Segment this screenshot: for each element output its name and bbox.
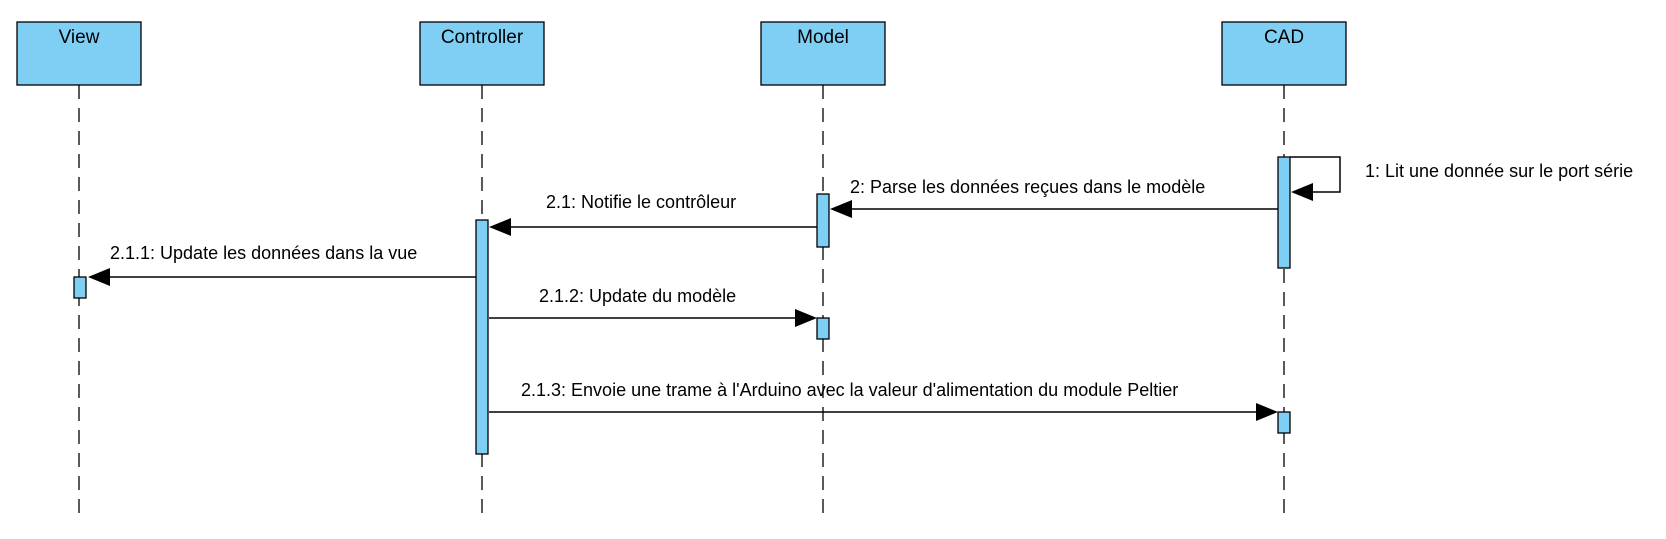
message-2-1-3-arrowhead	[1256, 403, 1278, 421]
activation-cad-main	[1277, 156, 1291, 269]
message-2-1-label: 2.1: Notifie le contrôleur	[546, 192, 736, 212]
activation-controller	[475, 219, 489, 455]
message-2-arrowhead	[830, 200, 852, 218]
message-2-1-1-arrowhead	[88, 268, 110, 286]
lifeline-view-box	[16, 21, 142, 86]
lifeline-model-box	[760, 21, 886, 86]
lifeline-cad: CAD	[1221, 21, 1347, 513]
message-2-1-2-arrowhead	[795, 309, 817, 327]
lifeline-cad-label: CAD	[1264, 27, 1304, 48]
lifeline-view-label: View	[59, 27, 100, 48]
message-1-line	[1290, 156, 1341, 193]
message-1-label: 1: Lit une donnée sur le port série	[1365, 161, 1633, 181]
message-2-1-arrowhead	[489, 218, 511, 236]
message-2-1: 2.1: Notifie le contrôleur	[489, 192, 817, 236]
message-1-arrowhead	[1291, 183, 1313, 201]
activation-model-update	[816, 317, 830, 340]
message-2-1-1: 2.1.1: Update les données dans la vue	[88, 243, 476, 286]
lifeline-controller: Controller	[419, 21, 545, 513]
message-2-1-1-label: 2.1.1: Update les données dans la vue	[110, 243, 417, 263]
activation-model-parse	[816, 193, 830, 248]
message-2-1-2: 2.1.2: Update du modèle	[489, 286, 817, 327]
lifeline-controller-label: Controller	[441, 27, 524, 48]
activation-cad-frame	[1277, 411, 1291, 434]
message-2-label: 2: Parse les données reçues dans le modè…	[850, 177, 1205, 197]
lifeline-view: View	[16, 21, 142, 513]
message-1: 1: Lit une donnée sur le port série	[1290, 156, 1633, 201]
lifeline-model: Model	[760, 21, 886, 513]
message-2-1-3-label: 2.1.3: Envoie une trame à l'Arduino avec…	[521, 380, 1178, 400]
message-2-1-2-label: 2.1.2: Update du modèle	[539, 286, 736, 306]
activation-view	[73, 276, 87, 299]
message-2: 2: Parse les données reçues dans le modè…	[830, 177, 1278, 218]
lifeline-model-label: Model	[797, 27, 849, 48]
lifeline-controller-box	[419, 21, 545, 86]
message-2-1-3: 2.1.3: Envoie une trame à l'Arduino avec…	[489, 380, 1278, 421]
